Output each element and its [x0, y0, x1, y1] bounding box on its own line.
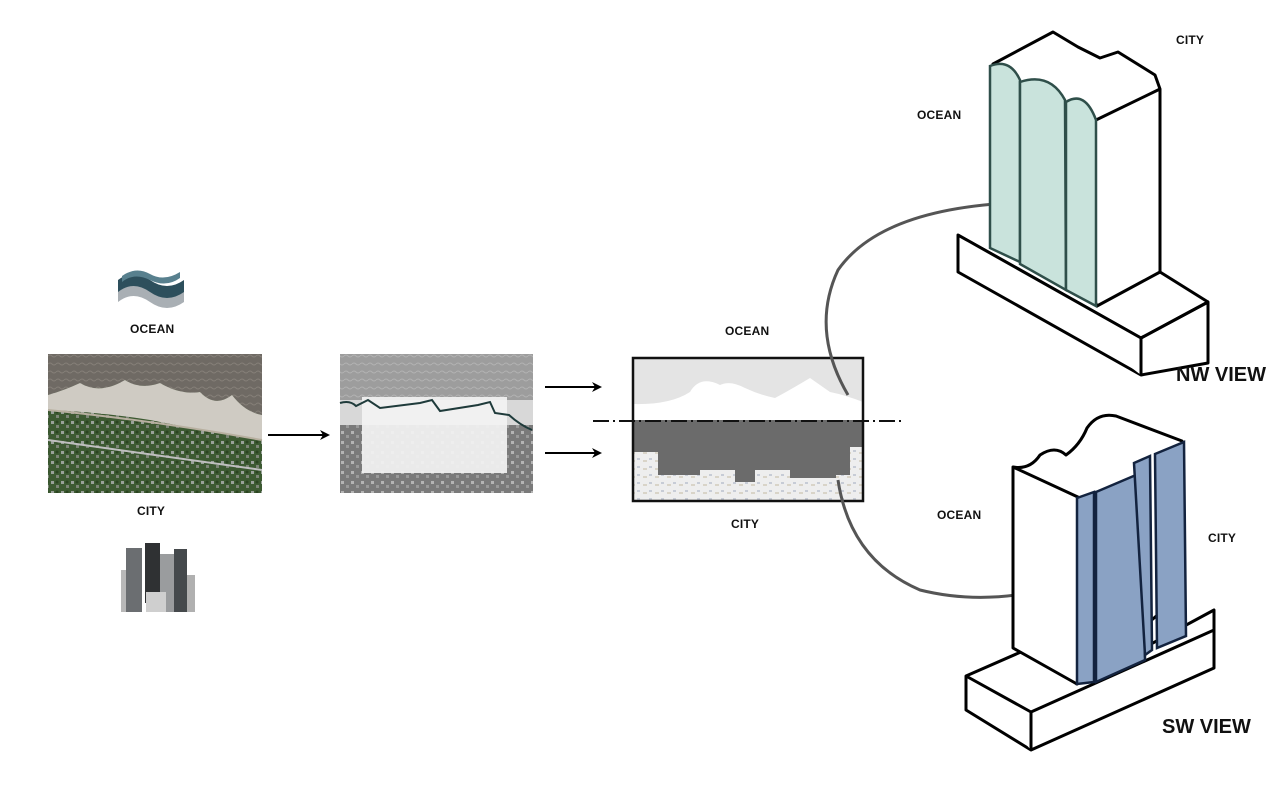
facade-panel [1075, 490, 1096, 686]
sw-ocean-label: OCEAN [937, 508, 982, 522]
stage1-ocean-label: OCEAN [130, 322, 175, 336]
sw-city-label: CITY [1208, 531, 1237, 545]
plan-frame [631, 356, 865, 503]
stage3-city-label: CITY [731, 517, 760, 531]
ocean-strip [633, 358, 863, 405]
nw-city-label: CITY [1176, 33, 1205, 47]
shoreline-trace [339, 398, 533, 431]
building-footprint [633, 420, 863, 482]
sw-facade-panels [1075, 440, 1188, 686]
facade-panel [988, 62, 1022, 264]
grayscale-photo-with-shoreline [339, 354, 533, 493]
stage1-city-label: CITY [137, 504, 166, 518]
ocean-waves-icon [118, 270, 184, 308]
city-buildings-icon [121, 543, 195, 612]
aerial-photo-coastline [47, 354, 263, 493]
nw-ocean-label: OCEAN [917, 108, 962, 122]
sw-view-title: SW VIEW [1162, 716, 1251, 738]
facade-panel [1153, 440, 1188, 650]
arrow-to-nw-view [824, 196, 1014, 396]
nw-facade-panels [988, 62, 1098, 309]
stage3-ocean-label: OCEAN [725, 324, 770, 338]
facade-panel [1018, 78, 1068, 293]
highlight-area [362, 397, 507, 473]
split-plan-diagram [593, 356, 905, 503]
facade-panel [1132, 454, 1154, 658]
facade-panel [1094, 470, 1147, 684]
nw-view-title: NW VIEW [1176, 364, 1266, 386]
facade-panel [1064, 97, 1098, 309]
